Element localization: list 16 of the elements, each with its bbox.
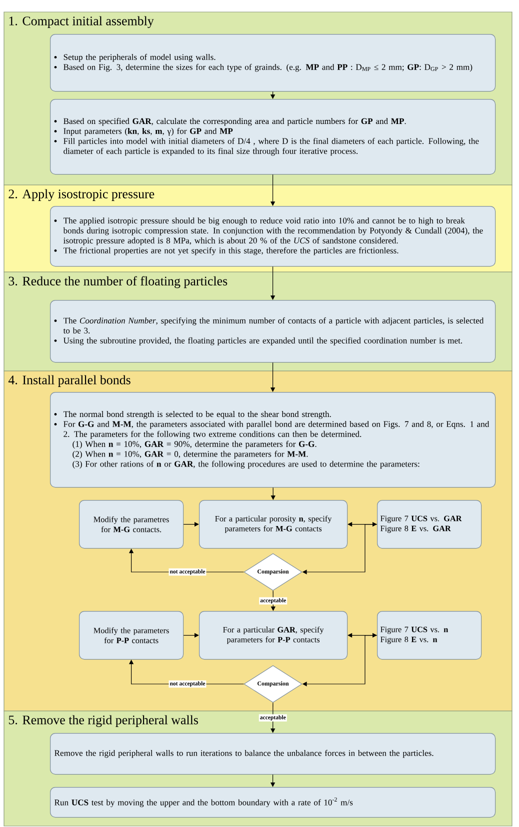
process-box: Based on specified GAR, calculate the corresponding area and particle numbers for GP and MP. Input parameters (kn, ks, m, γ) for GP and MP Fill particles into model with initial diameters of D/4 , where D is the final diameters of each particle. Following, the diameter of each particle is expanded to its final size through four iterative process. (50, 99, 496, 175)
reference-box: Figure 7 UCS vs. n Figure 8 E vs. n (377, 611, 482, 660)
process-box: The normal bond strength is selected to be equal to the shear bond strength. For G-G and M-M, the parameters associated with parallel bond are determined based on Figs. 7 and 8, or Eqns. 1 and 2. The parameters for the following two extreme conditions can then be determined. (1) When n = 10%, GAR = 90%, determine the parameters for G-G. (2) When n = 10%, GAR = 0, determine the parameters for M-M. (3) For other rations of n or GAR, the following procedures are used to determine the parameters: (50, 392, 496, 488)
process-box: Modify the parameters for P-P contacts (79, 611, 184, 660)
process-box: The Coordination Number, specifying the minimum number of contacts of a particle with adjacent particles, is selected to be 3. Using the subroutine provided, the floating particles are expanded until the specified coordination number is met. (50, 300, 496, 363)
process-box: For a particular porosity n, specify parameters for M-G contacts (199, 500, 348, 549)
process-box: Setup the peripherals of model using walls. Based on Fig. 3, determine the sizes for each type of grainds. (e.g. MP and PP : D$_{MP}$ ≤ 2 mm; GP: D$_{GP}$ > 2 mm) (50, 34, 496, 92)
process-box: For a particular GAR, specify parameters for P-P contacts (199, 611, 348, 660)
arrow (348, 632, 377, 638)
process-box: Modify the parametres for M-G contacts. (79, 500, 184, 549)
process-box: The applied isotropic pressure should be big enough to reduce void ratio into 10% and cannot be to high to break bonds during isotropic compression state. In conjunction with the recommendation by Potyondy & Cundall (2004), the isotropic pressure adopted is 8 MPa, which is about 20 % of the UCS of sandstone considered. The frictional properties are not yet specify in this stage, therefore the particles are frictionless. (50, 206, 496, 267)
process-box: Remove the rigid peripheral walls to run iterations to balance the unbalance forces in between the particles. (50, 733, 496, 775)
arrow (348, 522, 377, 527)
arrow (270, 702, 276, 733)
process-box: Run UCS test by moving the upper and the bottom boundary with a rate of 10$^{-2}$ m/s (50, 787, 496, 818)
reference-box: Figure 7 UCS vs. GAR Figure 8 E vs. GAR (377, 500, 482, 549)
